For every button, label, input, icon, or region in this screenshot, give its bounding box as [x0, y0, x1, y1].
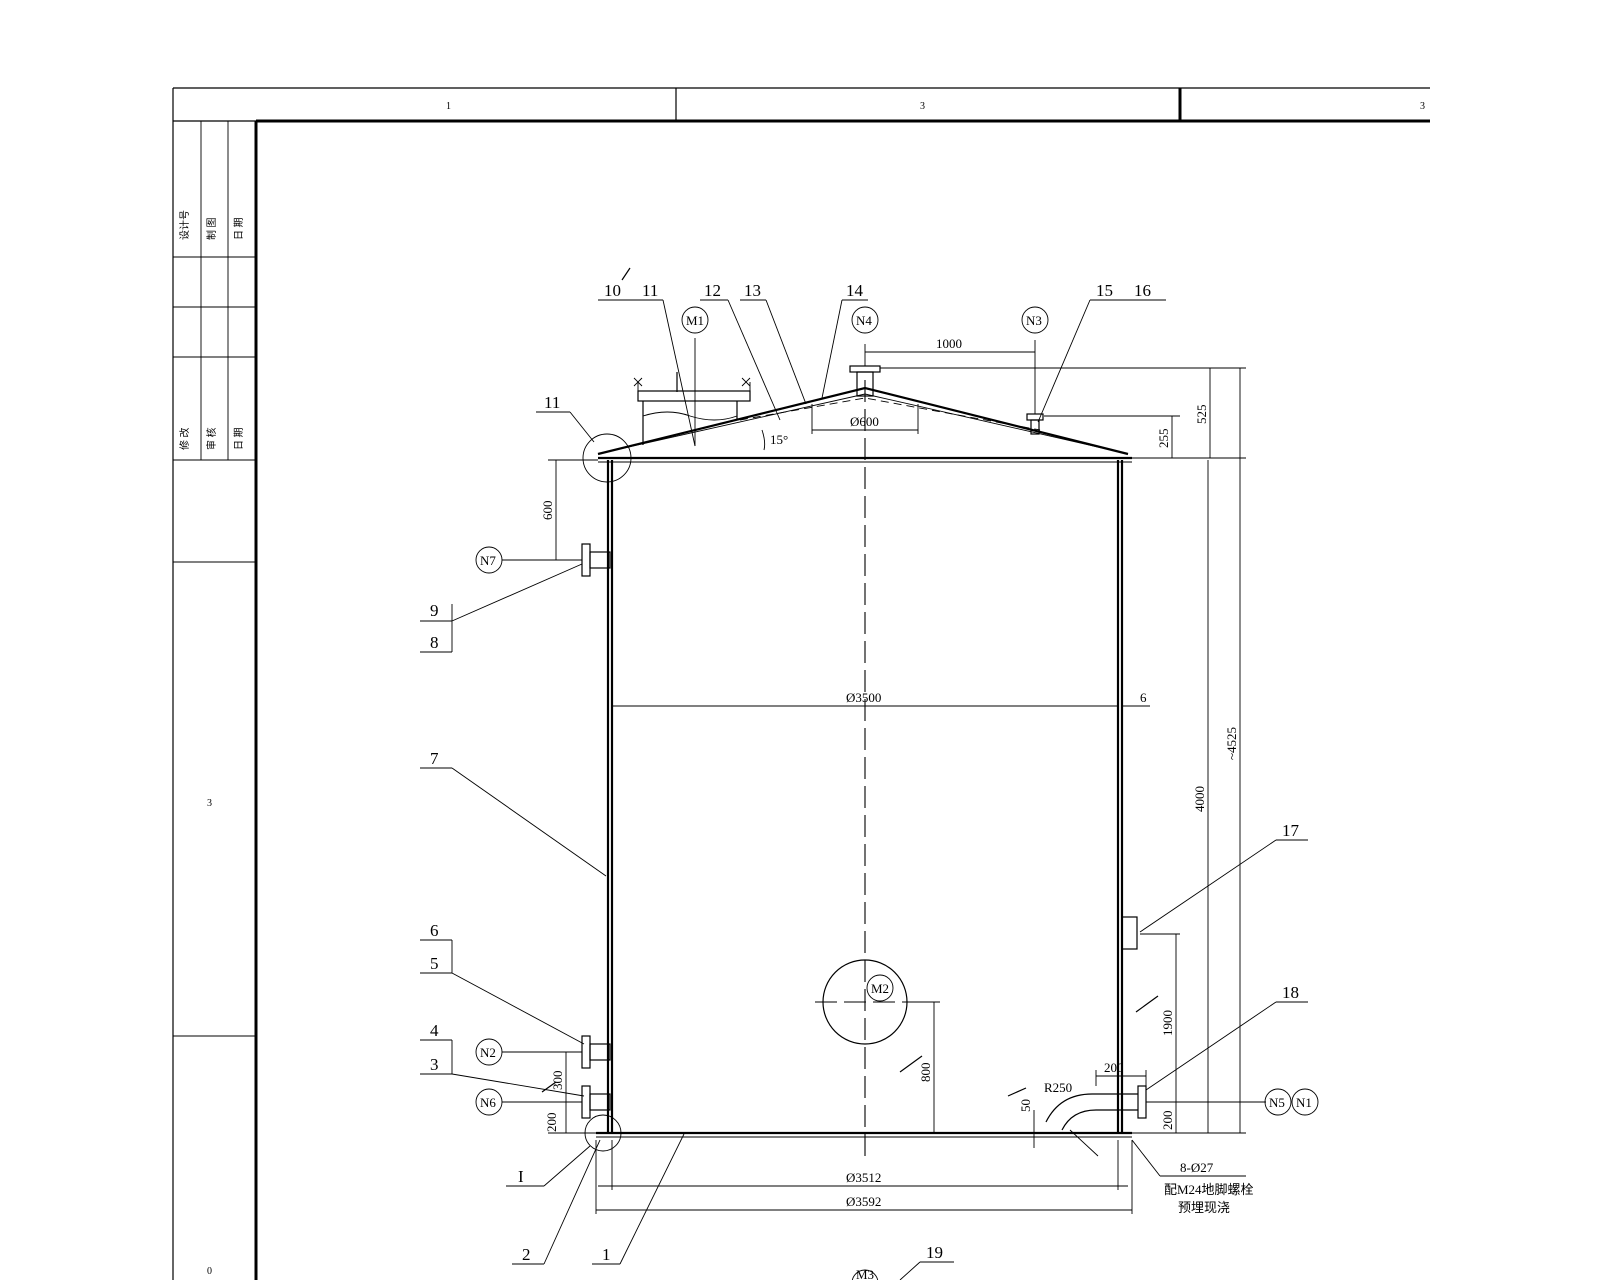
- bolt-note-bolt: 配M24地脚螺栓: [1164, 1182, 1254, 1197]
- dim-bend-offset: 50: [1018, 1099, 1033, 1112]
- panel-zone-a: 3: [207, 798, 212, 809]
- part-label-4: 4: [430, 1021, 439, 1040]
- shell-nozzle-n6: [502, 1085, 611, 1119]
- part-label-13: 13: [744, 281, 761, 300]
- roof-nozzle-n3: [1026, 340, 1044, 435]
- zone-label-3: 3: [1420, 101, 1425, 112]
- dim-m2-elevation: 800: [918, 1063, 933, 1083]
- bolt-note-count: 8-Ø27: [1180, 1160, 1214, 1175]
- part-label-8: 8: [430, 633, 439, 652]
- nozzle-bubbles: M1 N4 N3 N7 N2 N6 M2 N5 N1 M3: [475, 306, 1319, 1280]
- part-label-11-side: 11: [544, 393, 560, 412]
- dim-bolt-circle: Ø3512: [846, 1170, 881, 1185]
- part-label-6: 6: [430, 921, 439, 940]
- panel-cell-check: 审 核: [205, 428, 218, 451]
- bubble-n7: N7: [480, 553, 496, 568]
- level-gauge-17: [1121, 916, 1138, 950]
- bubble-m2: M2: [871, 981, 889, 996]
- detail-label-i: I: [518, 1167, 524, 1186]
- dim-gauge-elevation: 1900: [1160, 1010, 1175, 1036]
- zone-label-2: 3: [920, 101, 925, 112]
- part-label-14: 14: [846, 281, 864, 300]
- bubble-m3: M3: [856, 1267, 874, 1280]
- tank-shell: [596, 380, 1132, 1160]
- dim-roof-height-525: 525: [1194, 405, 1209, 425]
- zone-label-1: 1: [446, 101, 451, 112]
- part-label-11-top: 11: [642, 281, 658, 300]
- bubble-n6: N6: [480, 1095, 496, 1110]
- part-label-18: 18: [1282, 983, 1299, 1002]
- shell-nozzle-n2: [502, 1035, 611, 1069]
- panel-cell-drawn: 制 图: [205, 218, 218, 241]
- part-label-5: 5: [430, 954, 439, 973]
- drawing-frame: 1 3 3: [172, 87, 1430, 1280]
- part-label-7: 7: [430, 749, 439, 768]
- part-label-15: 15: [1096, 281, 1113, 300]
- dim-n7-elevation: 600: [540, 501, 555, 521]
- part-label-1: 1: [602, 1245, 611, 1264]
- dim-n2-spacing: 300: [550, 1071, 565, 1091]
- part-label-19: 19: [926, 1243, 943, 1262]
- dim-bend-radius: R250: [1044, 1080, 1072, 1095]
- bubble-n2: N2: [480, 1045, 496, 1060]
- panel-zone-b: 0: [207, 1266, 212, 1277]
- approval-panel: 设计号 制 图 日 期 修 改 审 核 日 期 3 0: [173, 121, 256, 1277]
- part-label-2: 2: [522, 1245, 531, 1264]
- dim-roof-slope: 15°: [770, 432, 788, 447]
- dim-shell-thickness: 6: [1140, 690, 1147, 705]
- roof-manhole-m1: [633, 338, 751, 446]
- dim-total-height: ~4525: [1224, 727, 1239, 760]
- panel-cell-design-no: 设计号: [178, 210, 191, 240]
- anchor-bolt-note: 8-Ø27 配M24地脚螺栓 预埋现浇: [1131, 1139, 1254, 1215]
- dim-outlet-elevation: 200: [1160, 1111, 1175, 1131]
- panel-cell-revise: 修 改: [178, 428, 191, 451]
- bubble-n5: N5: [1269, 1095, 1285, 1110]
- dim-roof-height-255: 255: [1156, 429, 1171, 449]
- part-leaders: 10 11 12 13 14 15 16 11 9 8 7: [420, 267, 1308, 1280]
- roof-nozzle-n4: [849, 344, 881, 397]
- bolt-note-embed: 预埋现浇: [1178, 1200, 1230, 1215]
- dim-n6-elevation: 200: [544, 1113, 559, 1133]
- bubble-n4: N4: [856, 313, 872, 328]
- part-label-9: 9: [430, 601, 439, 620]
- bubble-m1: M1: [686, 313, 704, 328]
- part-label-10: 10: [604, 281, 621, 300]
- dim-shell-height: 4000: [1192, 786, 1207, 812]
- dim-shell-diameter: Ø3500: [846, 690, 881, 705]
- dimensions: 1000 Ø600 Ø600 15° 525 255 600 Ø3500 6 4…: [540, 336, 1246, 1214]
- part-label-3: 3: [430, 1055, 439, 1074]
- panel-cell-date-a: 日 期: [233, 218, 245, 241]
- part-label-12: 12: [704, 281, 721, 300]
- dim-1000: 1000: [936, 336, 962, 351]
- dim-base-ring: Ø3592: [846, 1194, 881, 1209]
- dim-outlet-projection: 200: [1104, 1060, 1124, 1075]
- panel-cell-date-b: 日 期: [233, 428, 245, 451]
- part-label-16: 16: [1134, 281, 1151, 300]
- bottom-outlet-n5-n1: [1045, 1085, 1266, 1157]
- bubble-n1: N1: [1296, 1095, 1312, 1110]
- bubble-n3: N3: [1026, 313, 1042, 328]
- dim-roof-opening: Ø600: [850, 414, 879, 429]
- part-label-17: 17: [1282, 821, 1300, 840]
